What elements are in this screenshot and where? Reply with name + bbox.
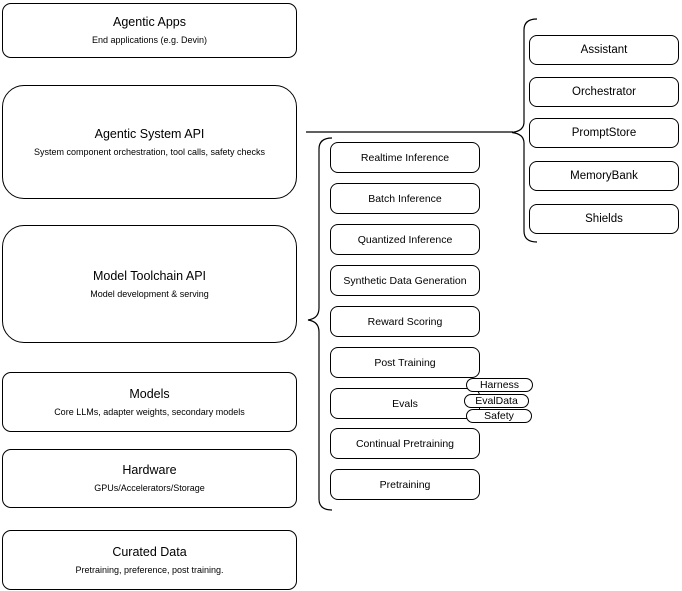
layer-hardware: Hardware GPUs/Accelerators/Storage xyxy=(2,449,297,508)
system-node-memorybank: MemoryBank xyxy=(529,161,679,191)
layer-agentic-apps: Agentic Apps End applications (e.g. Devi… xyxy=(2,3,297,58)
layer-curated-data: Curated Data Pretraining, preference, po… xyxy=(2,530,297,590)
layer-agentic-system-api: Agentic System API System component orch… xyxy=(2,85,297,199)
system-components-bracket xyxy=(511,18,538,243)
layer-title: Agentic System API xyxy=(94,126,205,141)
layer-title: Hardware xyxy=(122,463,177,478)
toolchain-node-reward-scoring: Reward Scoring xyxy=(330,306,480,337)
toolchain-node-synthetic-data-generation: Synthetic Data Generation xyxy=(330,265,480,296)
layer-subtitle: Pretraining, preference, post training. xyxy=(75,564,224,575)
eval-tag-harness: Harness xyxy=(466,378,533,392)
layer-subtitle: End applications (e.g. Devin) xyxy=(91,35,208,46)
layer-models: Models Core LLMs, adapter weights, secon… xyxy=(2,372,297,432)
layer-subtitle: GPUs/Accelerators/Storage xyxy=(94,483,205,494)
toolchain-node-batch-inference: Batch Inference xyxy=(330,183,480,214)
layer-title: Model Toolchain API xyxy=(92,268,207,283)
toolchain-node-realtime-inference: Realtime Inference xyxy=(330,142,480,173)
layer-title: Models xyxy=(129,386,170,401)
layer-subtitle: Core LLMs, adapter weights, secondary mo… xyxy=(54,406,245,417)
system-node-orchestrator: Orchestrator xyxy=(529,77,679,107)
system-node-assistant: Assistant xyxy=(529,35,679,65)
toolchain-node-evals: Evals xyxy=(330,388,480,419)
toolchain-node-quantized-inference: Quantized Inference xyxy=(330,224,480,255)
toolchain-items-bracket xyxy=(307,137,333,511)
layer-subtitle: Model development & serving xyxy=(90,288,209,299)
toolchain-node-post-training: Post Training xyxy=(330,347,480,378)
toolchain-node-pretraining: Pretraining xyxy=(330,469,480,500)
layer-model-toolchain-api: Model Toolchain API Model development & … xyxy=(2,225,297,343)
layer-title: Agentic Apps xyxy=(113,15,186,30)
system-node-promptstore: PromptStore xyxy=(529,118,679,148)
toolchain-node-continual-pretraining: Continual Pretraining xyxy=(330,428,480,459)
eval-tag-evaldata: EvalData xyxy=(464,394,529,408)
layer-subtitle: System component orchestration, tool cal… xyxy=(33,146,266,157)
eval-tag-safety: Safety xyxy=(466,409,532,423)
layer-title: Curated Data xyxy=(112,544,187,559)
system-node-shields: Shields xyxy=(529,204,679,234)
